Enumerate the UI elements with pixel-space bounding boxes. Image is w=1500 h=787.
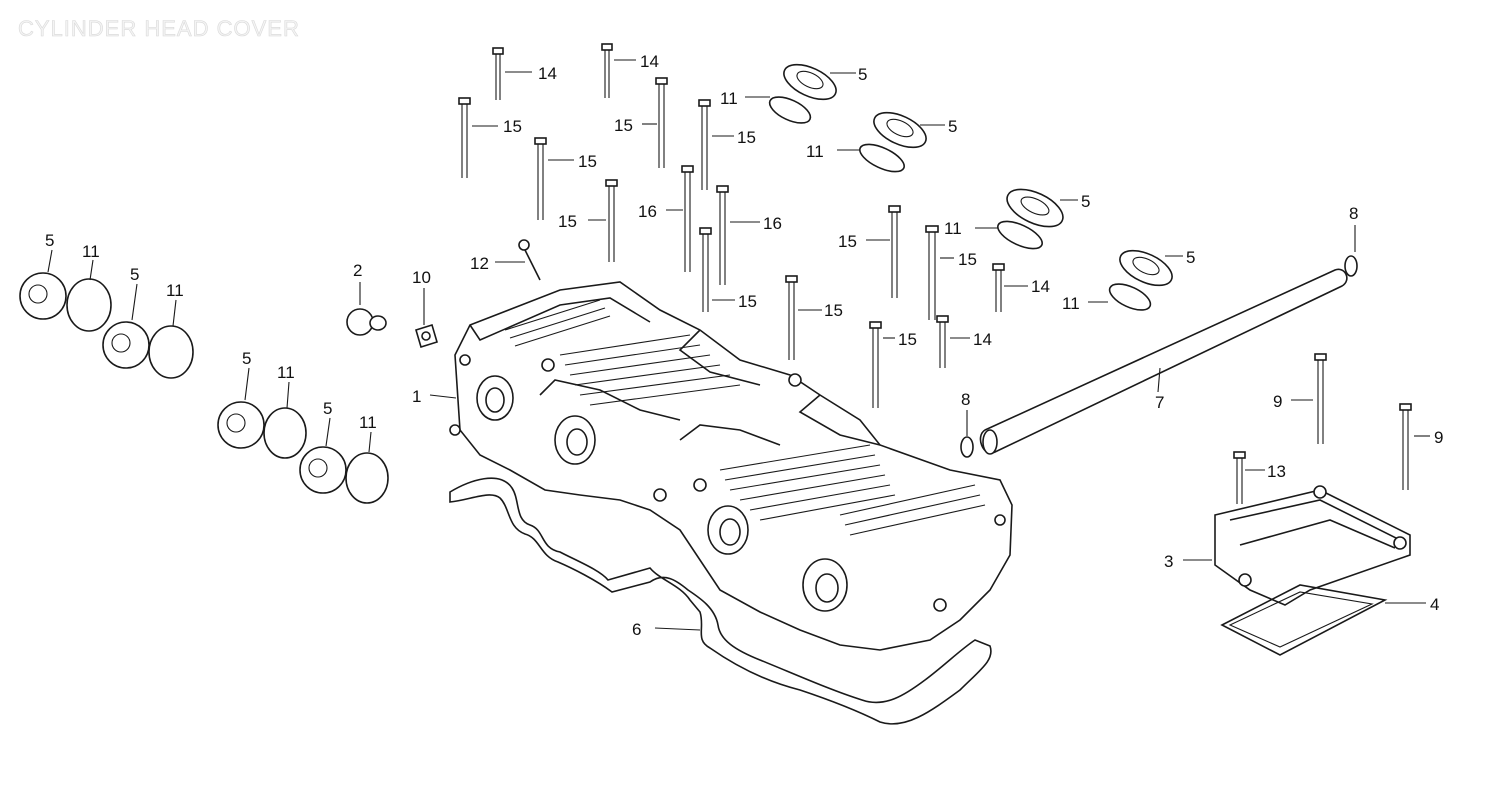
callout-11: 11 [277, 363, 295, 382]
breather-cover-gasket [1220, 584, 1388, 656]
callout-5: 5 [45, 231, 54, 250]
cylinder-head-cover [449, 281, 1013, 651]
callout-14: 14 [973, 330, 992, 349]
callout-7: 7 [1155, 393, 1164, 412]
callout-14: 14 [1031, 277, 1050, 296]
callout-15: 15 [958, 250, 977, 269]
callout-15: 15 [737, 128, 756, 147]
pipe-clip-right [1344, 255, 1358, 277]
callout-15: 15 [578, 152, 597, 171]
callout-1: 1 [412, 387, 421, 406]
callout-3: 3 [1164, 552, 1173, 571]
callout-11: 11 [166, 281, 184, 300]
callout-5: 5 [858, 65, 867, 84]
callout-16: 16 [763, 214, 782, 233]
callout-8-right: 8 [1349, 204, 1358, 223]
callout-11: 11 [806, 142, 824, 161]
leader-lines [47, 59, 1430, 631]
callout-8-left: 8 [961, 390, 970, 409]
callout-labels: 1 2 3 4 6 7 8 8 9 9 10 12 13 5 5 5 5 5 5… [45, 52, 1443, 639]
breather-pipe [979, 268, 1348, 455]
callout-15: 15 [898, 330, 917, 349]
head-cover-gasket [449, 477, 992, 725]
callout-5: 5 [130, 265, 139, 284]
callout-11: 11 [359, 413, 377, 432]
callout-5: 5 [242, 349, 251, 368]
pipe-clip-left [960, 436, 974, 458]
grommets-and-orings-left [19, 272, 389, 504]
breather-cover [1214, 485, 1411, 606]
callout-15: 15 [838, 232, 857, 251]
callout-11: 11 [944, 219, 962, 238]
plug-part-2 [346, 308, 387, 336]
callout-6: 6 [632, 620, 641, 639]
callout-15: 15 [558, 212, 577, 231]
callout-11: 11 [1062, 294, 1080, 313]
callout-15: 15 [503, 117, 522, 136]
callout-2: 2 [353, 261, 362, 280]
washer-part-10 [415, 323, 438, 349]
callout-9-left: 9 [1273, 392, 1282, 411]
callout-5: 5 [1081, 192, 1090, 211]
callout-12: 12 [470, 254, 489, 273]
diagram-title: CYLINDER HEAD COVER [18, 16, 300, 42]
callout-14: 14 [538, 64, 557, 83]
bolts-group [458, 43, 1412, 504]
callout-4: 4 [1430, 595, 1439, 614]
callout-5: 5 [1186, 248, 1195, 267]
bolt-part-12 [518, 239, 541, 281]
callout-11: 11 [720, 89, 738, 108]
callout-16: 16 [638, 202, 657, 221]
callout-15: 15 [824, 301, 843, 320]
callout-15: 15 [614, 116, 633, 135]
callout-15: 15 [738, 292, 757, 311]
callout-5: 5 [948, 117, 957, 136]
callout-10: 10 [412, 268, 431, 287]
callout-9-right: 9 [1434, 428, 1443, 447]
callout-5: 5 [323, 399, 332, 418]
callout-11: 11 [82, 242, 100, 261]
callout-14: 14 [640, 52, 659, 71]
callout-13: 13 [1267, 462, 1286, 481]
grommets-and-orings-top [768, 63, 1173, 311]
